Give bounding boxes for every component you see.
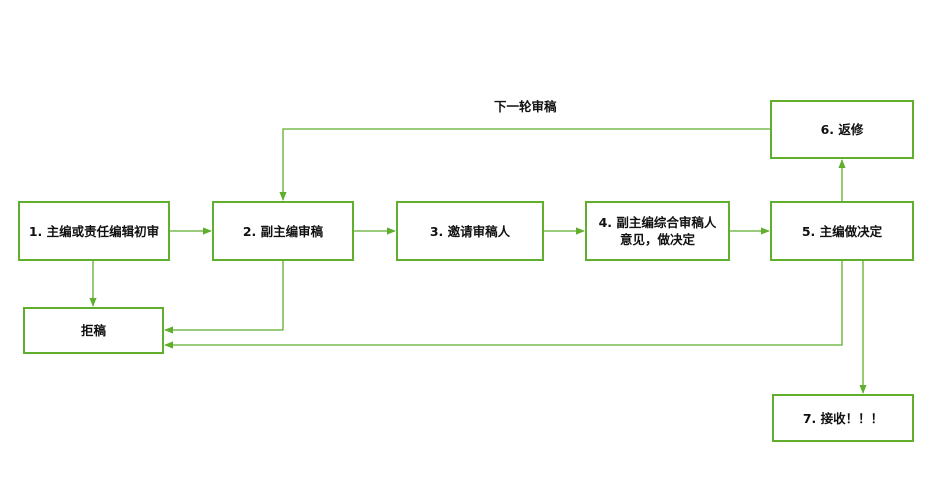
edge-step2-to-reject	[164, 261, 284, 334]
edge-step5-to-reject	[164, 261, 843, 349]
edge-label-next-round: 下一轮审稿	[494, 99, 557, 114]
node-deputy-editor-decision-line2: 意见，做决定	[619, 232, 695, 247]
node-initial-review: 1. 主编或责任编辑初审	[18, 201, 170, 261]
node-accept-label: 7. 接收！！！	[802, 410, 884, 426]
node-initial-review-label: 1. 主编或责任编辑初审	[28, 223, 160, 239]
node-revision: 6. 返修	[770, 100, 914, 159]
node-deputy-editor-decision-line1: 4. 副主编综合审稿人	[598, 215, 717, 230]
node-deputy-editor-decision-text: 4. 副主编综合审稿人 意见，做决定	[599, 214, 717, 248]
edge-step6-to-step2-next-round	[279, 128, 770, 201]
node-reject-label: 拒稿	[80, 323, 106, 338]
node-deputy-editor-review: 2. 副主编审稿	[212, 201, 354, 261]
node-invite-reviewers-label: 3. 邀请审稿人	[429, 223, 511, 239]
node-deputy-editor-decision: 4. 副主编综合审稿人 意见，做决定	[585, 201, 730, 261]
node-revision-label: 6. 返修	[820, 122, 864, 137]
node-chief-editor-decision: 5. 主编做决定	[770, 201, 914, 261]
node-deputy-editor-review-label: 2. 副主编审稿	[242, 223, 324, 239]
node-invite-reviewers: 3. 邀请审稿人	[396, 201, 544, 261]
node-chief-editor-decision-label: 5. 主编做决定	[801, 223, 883, 239]
node-accept: 7. 接收！！！	[772, 394, 914, 442]
node-reject: 拒稿	[23, 307, 164, 354]
